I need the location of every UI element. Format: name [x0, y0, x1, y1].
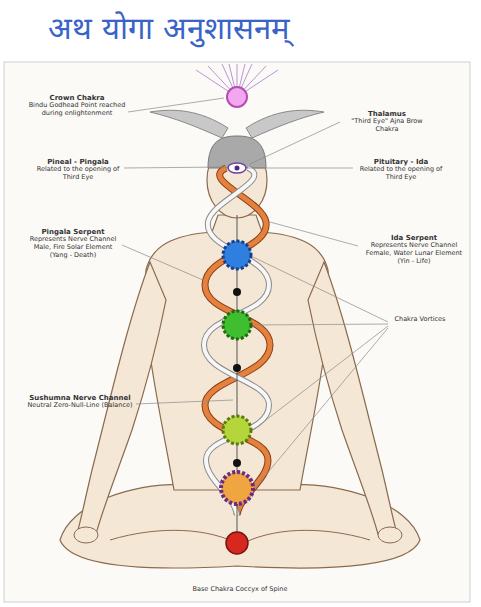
- page-title: अथ योगा अनुशासनम्: [48, 6, 290, 48]
- spine-dot: [233, 288, 241, 296]
- callout-text: Related to the opening of Third Eye: [34, 166, 122, 182]
- callout: Chakra Vortices: [390, 316, 450, 324]
- image-frame: [4, 62, 470, 602]
- callout-heading: Ida Serpent: [360, 234, 468, 242]
- callout-heading: Pineal - Pingala: [34, 158, 122, 166]
- third-eye-pupil: [235, 166, 240, 171]
- callout: Pituitary - IdaRelated to the opening of…: [356, 158, 446, 182]
- spine-dot: [233, 459, 241, 467]
- callout-text: Represents Nerve Channel Female, Water L…: [360, 242, 468, 265]
- callout-text: Base Chakra Coccyx of Spine: [175, 586, 305, 594]
- third-eye: [228, 163, 246, 173]
- right-hand: [378, 527, 402, 543]
- right-arm: [308, 262, 396, 534]
- callout: Pingala SerpentRepresents Nerve Channel …: [26, 228, 120, 260]
- solar-plexus-chakra: [223, 416, 251, 444]
- left-wing: [150, 110, 228, 138]
- spine-dot: [233, 364, 241, 372]
- left-hand: [74, 527, 98, 543]
- callout: Thalamus"Third Eye" Ajna Brow Chakra: [342, 110, 432, 134]
- callout-text: "Third Eye" Ajna Brow Chakra: [342, 118, 432, 134]
- throat-chakra: [223, 241, 251, 269]
- callout: Sushumna Nerve ChannelNeutral Zero-Null-…: [26, 394, 134, 410]
- callout: Base Chakra Coccyx of Spine: [175, 586, 305, 594]
- callout-heading: Crown Chakra: [28, 94, 126, 102]
- callout-text: Bindu Godhead Point reached during enlig…: [28, 102, 126, 118]
- callout-text: Related to the opening of Third Eye: [356, 166, 446, 182]
- callout-heading: Pituitary - Ida: [356, 158, 446, 166]
- right-wing: [246, 110, 324, 138]
- callout-heading: Sushumna Nerve Channel: [26, 394, 134, 402]
- callout-text: Represents Nerve Channel Male, Fire Sola…: [26, 236, 120, 259]
- callout-text: Neutral Zero-Null-Line (Balance): [26, 402, 134, 410]
- base-chakra: [226, 532, 248, 554]
- leader-lines: [122, 98, 388, 488]
- callout: Crown ChakraBindu Godhead Point reached …: [28, 94, 126, 118]
- crown-chakra: [227, 87, 247, 107]
- callout-heading: Thalamus: [342, 110, 432, 118]
- heart-chakra: [223, 311, 251, 339]
- callout-heading: Pingala Serpent: [26, 228, 120, 236]
- sacral-chakra: [221, 472, 253, 504]
- callout-text: Chakra Vortices: [390, 316, 450, 324]
- callout: Ida SerpentRepresents Nerve Channel Fema…: [360, 234, 468, 266]
- callout: Pineal - PingalaRelated to the opening o…: [34, 158, 122, 182]
